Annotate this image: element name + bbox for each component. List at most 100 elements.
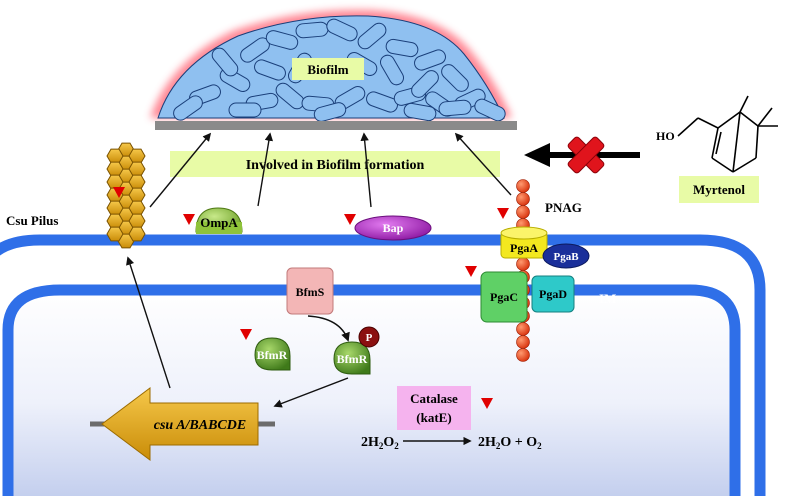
down-markers (113, 187, 509, 409)
bfmr-label: BfmR (257, 348, 288, 362)
pgaa-top (500, 226, 548, 240)
biofilm-label-box (292, 58, 364, 80)
pgaa-label: PgaA (510, 241, 538, 255)
biofilm-rod (438, 99, 472, 117)
red-down-triangle-icon (465, 266, 477, 277)
pilus-subunit (106, 148, 124, 164)
red-down-triangle-icon (481, 398, 493, 409)
pnag-bead (516, 348, 530, 362)
pilus-subunit (128, 200, 146, 216)
im-label: IM (599, 291, 616, 306)
bap-protein (354, 215, 432, 241)
csu-gene-label: csu A/BABCDE (154, 418, 246, 433)
outer-membrane (0, 234, 766, 496)
arrow-pnag-to-biofilm (454, 132, 512, 196)
biofilm-rod (254, 59, 286, 81)
csu-pilus (106, 142, 146, 249)
inhibition-arrow-head (524, 143, 550, 167)
biofilm-rod (326, 18, 358, 42)
biofilm-rod (414, 49, 446, 71)
biofilm-rod (313, 102, 347, 122)
pga-complex: PgaA PgaB PgaC PgaD (480, 226, 590, 323)
red-down-triangle-icon (183, 214, 195, 225)
bfms-protein (286, 267, 334, 315)
bfmr-phospho-protein (333, 341, 371, 375)
bfms-to-bfmr-arrow (307, 315, 350, 342)
biofilm-rod (474, 98, 506, 122)
pilus-subunit (106, 226, 124, 242)
bfmr-to-gene-arrow (273, 377, 349, 408)
biofilm-rod (380, 54, 404, 86)
biofilm-rod (366, 91, 398, 113)
pilus-subunit (106, 174, 124, 190)
biofilm-rod (403, 102, 437, 122)
pnag-bead (516, 205, 530, 219)
biofilm-cells (173, 18, 506, 122)
biofilm-rod (265, 30, 299, 50)
red-down-triangle-icon (240, 329, 252, 340)
myrtenol-label: Myrtenol (693, 182, 745, 197)
pnag-bead (516, 192, 530, 206)
pgad-protein (531, 275, 575, 313)
biofilm-rod (295, 21, 329, 39)
gene-to-pilus-arrow (126, 256, 171, 389)
pilus-subunit (128, 148, 146, 164)
phosphate-label: P (366, 332, 373, 344)
catalase-box (397, 386, 471, 430)
pgad-label: PgaD (539, 287, 567, 301)
pilus-subunit (128, 213, 146, 229)
involved-box (170, 151, 500, 177)
red-down-triangle-icon (113, 187, 125, 198)
biofilm-label: Biofilm (307, 62, 348, 77)
red-down-triangle-icon (497, 208, 509, 219)
pilus-subunit (128, 226, 146, 242)
biofilm-surface (155, 121, 517, 130)
pilus-subunit (106, 213, 124, 229)
pnag-bead (516, 322, 530, 336)
biofilm-rod (228, 102, 262, 118)
catalase-gene-label: (katE) (416, 410, 451, 425)
pgab-label: PgaB (553, 251, 579, 263)
biofilm-rod (357, 22, 387, 50)
ho-label: HO (656, 129, 675, 143)
pnag-bead (516, 179, 530, 193)
om-label: OM (597, 247, 619, 262)
biofilm-rod (173, 95, 203, 121)
upward-arrows (149, 132, 512, 208)
red-cross-icon (567, 136, 605, 174)
pnag-bead (516, 335, 530, 349)
myrtenol-inhibition (524, 136, 640, 174)
pgac-label: PgaC (490, 290, 518, 304)
reaction-substrate: 2H2O2 (361, 435, 399, 451)
ompa-label: OmpA (200, 215, 238, 230)
catalase-label: Catalase (410, 391, 458, 406)
inner-membrane (2, 284, 741, 496)
arrow-ompa-to-biofilm (257, 132, 274, 207)
csu-pilus-label: Csu Pilus (6, 213, 58, 228)
biofilm-rod (441, 64, 469, 92)
phosphate-badge (358, 326, 380, 348)
pilus-subunit (128, 187, 146, 203)
reaction-product: 2H2O + O2 (478, 435, 542, 451)
myrtenol-box (679, 176, 759, 203)
arrow-bap-to-biofilm (360, 132, 372, 208)
pnag-label: PNAG (545, 200, 582, 215)
biofilm-rod (411, 70, 439, 98)
csu-gene-arrow (101, 387, 259, 461)
bfms-label: BfmS (296, 285, 325, 299)
pilus-subunit (128, 161, 146, 177)
bap-label: Bap (383, 221, 404, 235)
myrtenol-structure: HO (656, 95, 778, 173)
cell-envelope (0, 234, 766, 496)
involved-label: Involved in Biofilm formation (246, 158, 425, 173)
biofilm-rod (211, 47, 239, 77)
arrow-csu-to-biofilm (149, 132, 212, 208)
pnag-bead (516, 257, 530, 271)
pgab-protein (542, 243, 590, 269)
biofilm-rod (385, 38, 419, 58)
pilus-subunit (128, 174, 146, 190)
pilus-subunit (106, 200, 124, 216)
biofilm: Biofilm (150, 9, 517, 130)
pilus-subunit (106, 161, 124, 177)
